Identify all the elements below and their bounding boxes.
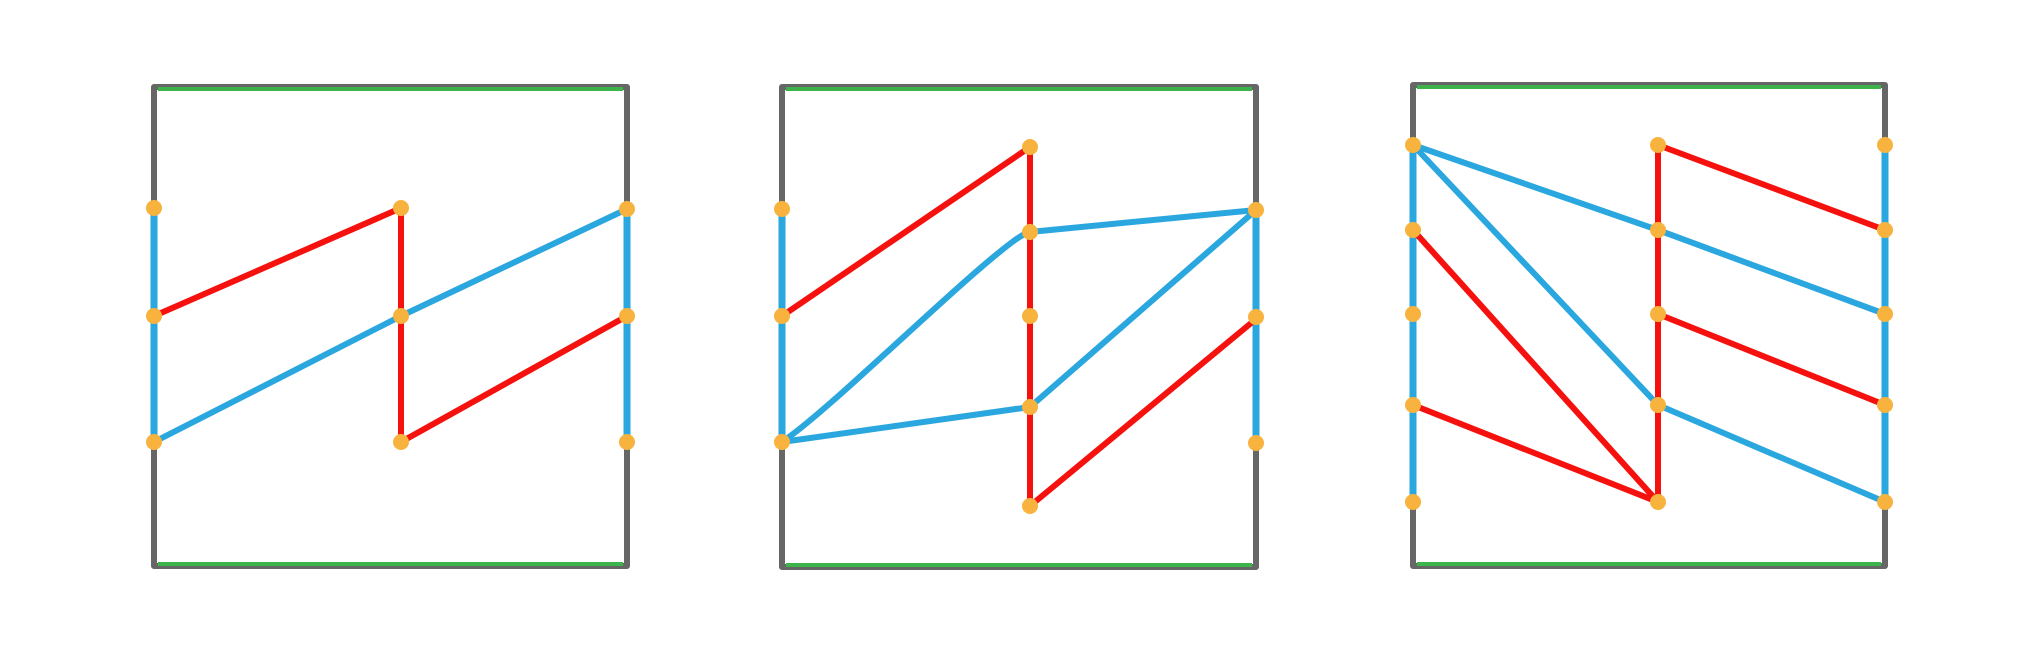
node xyxy=(774,434,790,450)
panel-2-nodes xyxy=(774,139,1264,514)
panel-3-blue-upper xyxy=(1412,142,1887,317)
node xyxy=(146,200,162,216)
node xyxy=(1405,222,1421,238)
panel-3-red-left-diagonal xyxy=(1410,227,1661,505)
node xyxy=(1405,137,1421,153)
node xyxy=(1022,308,1038,324)
panel-3 xyxy=(1405,82,1893,569)
node xyxy=(774,308,790,324)
panel-1-frame-bottom xyxy=(151,439,630,569)
node xyxy=(619,201,635,217)
panel-3-red-top xyxy=(1656,142,1887,233)
node xyxy=(1405,494,1421,510)
panel-1-red-upper xyxy=(152,203,404,442)
panel-2-blue-lower xyxy=(781,207,1258,445)
node xyxy=(1877,397,1893,413)
node xyxy=(1650,397,1666,413)
node xyxy=(393,200,409,216)
node xyxy=(619,308,635,324)
panel-1 xyxy=(146,84,635,569)
panel-1-nodes xyxy=(146,200,635,450)
node xyxy=(1248,202,1264,218)
panel-3-frame-top xyxy=(1410,82,1888,148)
node xyxy=(1022,399,1038,415)
panel-1-frame-left-upper xyxy=(151,84,630,212)
node xyxy=(146,434,162,450)
node xyxy=(393,434,409,450)
node xyxy=(1405,306,1421,322)
panel-2-red-upper xyxy=(780,141,1033,506)
node xyxy=(1022,498,1038,514)
node xyxy=(1877,494,1893,510)
panel-3-red-middle xyxy=(1656,311,1887,408)
panel-1-frame xyxy=(151,84,630,569)
panel-3-blue-diagonal xyxy=(1410,142,1887,505)
node xyxy=(1650,494,1666,510)
node xyxy=(1248,435,1264,451)
node xyxy=(1650,222,1666,238)
panel-3-nodes xyxy=(1405,137,1893,510)
node xyxy=(1248,309,1264,325)
panel-3-red-left-lower xyxy=(1411,402,1660,505)
panel-2-frame-bottom xyxy=(779,439,1259,570)
node xyxy=(1877,306,1893,322)
node xyxy=(619,434,635,450)
panel-2 xyxy=(774,84,1264,570)
node xyxy=(1877,137,1893,153)
node xyxy=(1650,306,1666,322)
panel-2-frame xyxy=(779,84,1259,570)
node xyxy=(1877,222,1893,238)
panel-2-red-lower xyxy=(1028,316,1258,509)
panel-1-blue-line xyxy=(152,206,629,445)
node xyxy=(1650,137,1666,153)
node xyxy=(1022,224,1038,240)
node xyxy=(1022,139,1038,155)
panel-3-frame-bottom xyxy=(1410,499,1888,569)
node xyxy=(146,308,162,324)
node xyxy=(774,201,790,217)
node xyxy=(393,308,409,324)
node xyxy=(1405,397,1421,413)
panel-2-frame-top xyxy=(779,84,1259,213)
panel-1-red-lower xyxy=(399,313,629,445)
